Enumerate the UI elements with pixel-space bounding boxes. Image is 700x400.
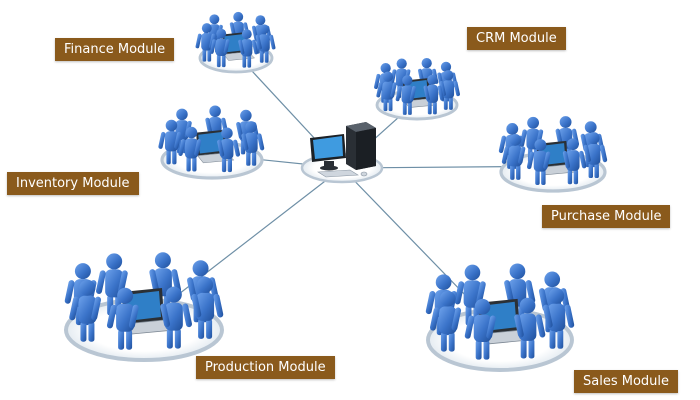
central-computer-hub <box>300 122 384 184</box>
person-figure <box>238 29 259 68</box>
person-figure <box>178 126 202 172</box>
production-module-label: Production Module <box>196 356 335 379</box>
person-figure <box>583 132 608 179</box>
person-figure <box>106 287 139 350</box>
inventory-module-label: Inventory Module <box>7 172 139 195</box>
person-figure <box>464 298 496 360</box>
person-figure <box>501 133 526 180</box>
person-figure <box>217 127 241 173</box>
crm-module-label: CRM Module <box>467 27 566 50</box>
production-module-group <box>64 252 224 362</box>
finance-module-group <box>195 11 276 74</box>
person-figure <box>543 288 575 349</box>
person-figure <box>376 71 397 112</box>
person-figure <box>395 75 417 115</box>
sales-module-label: Sales Module <box>574 370 679 393</box>
purchase-module-group <box>498 116 608 193</box>
person-figure <box>209 28 230 68</box>
person-figure <box>191 276 224 339</box>
person-figure <box>195 23 216 62</box>
person-figure <box>158 119 182 165</box>
crm-module-group <box>374 57 460 121</box>
sales-module-group <box>425 263 575 372</box>
inventory-module-group <box>158 105 265 180</box>
person-figure <box>439 70 460 110</box>
person-figure <box>514 297 546 359</box>
person-figure <box>429 290 462 352</box>
person-figure <box>562 138 587 185</box>
person-figure <box>160 286 192 349</box>
person-figure <box>526 139 551 185</box>
finance-module-label: Finance Module <box>55 38 175 61</box>
person-figure <box>423 74 444 115</box>
purchase-module-label: Purchase Module <box>542 205 671 228</box>
person-figure <box>69 279 102 342</box>
person-figure <box>241 121 265 166</box>
person-figure <box>255 24 276 63</box>
desktop-computer-icon <box>310 122 376 178</box>
